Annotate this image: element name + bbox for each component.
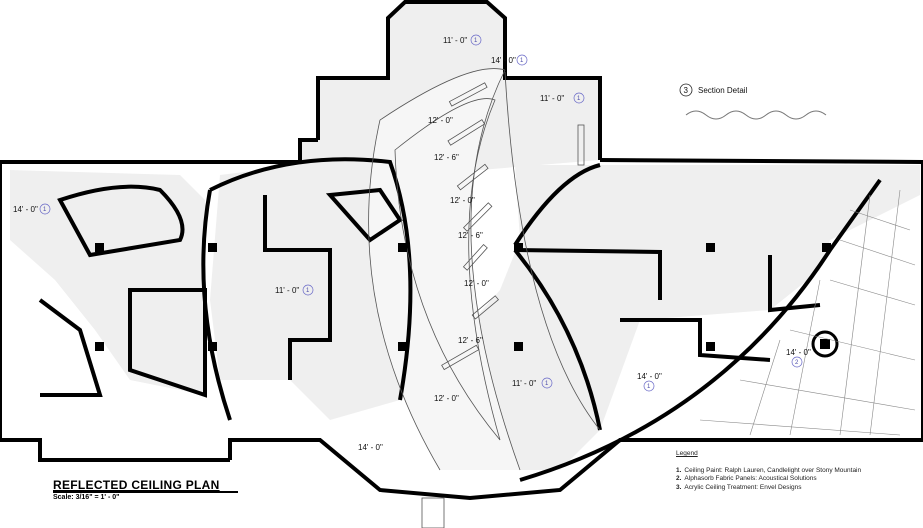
height-label: 12' - 6" — [434, 153, 459, 162]
height-label: 12' - 0" — [428, 116, 453, 125]
section-detail-number: 3 — [684, 86, 689, 95]
columns — [95, 243, 831, 351]
plan-title: REFLECTED CEILING PLAN — [53, 478, 220, 492]
height-label: 14' - 0" — [637, 372, 662, 381]
legend-heading: Legend — [676, 450, 698, 457]
legend-text: Ceiling Paint: Ralph Lauren, Candlelight… — [684, 466, 862, 474]
height-label: 11' - 0" — [512, 379, 536, 388]
legend-text: Acrylic Ceiling Treatment: Envel Designs — [684, 483, 802, 491]
legend: Legend 1.Ceiling Paint: Ralph Lauren, Ca… — [676, 450, 861, 492]
exterior-walls — [0, 0, 923, 501]
legend-text: Alphasorb Fabric Panels: Acoustical Solu… — [684, 475, 817, 482]
ceiling-height-labels: 11' - 0" 1 14' - 0" 1 11' - 0" 1 12' - 0… — [13, 34, 811, 452]
section-detail-marker — [679, 83, 693, 97]
height-tag: 1 — [545, 381, 549, 387]
height-label: 14' - 0" — [491, 56, 516, 65]
round-column — [811, 330, 839, 358]
crescent-soffit — [368, 68, 601, 471]
section-detail-label: Section Detail — [698, 86, 748, 95]
section-line — [685, 110, 827, 120]
plan-scale: Scale: 3/16" = 1' - 0" — [53, 494, 120, 501]
height-tag: 1 — [647, 384, 651, 390]
height-label: 12' - 6" — [458, 231, 483, 240]
entry-doors — [421, 497, 445, 528]
height-label: 14' - 0" — [13, 205, 38, 214]
height-label: 14' - 0" — [358, 443, 383, 452]
height-tag: 1 — [474, 38, 478, 44]
legend-item: 1.Ceiling Paint: Ralph Lauren, Candlelig… — [676, 467, 861, 476]
height-tag: 1 — [577, 96, 581, 102]
legend-number: 2. — [676, 475, 682, 482]
height-tag: 1 — [306, 288, 310, 294]
height-label: 12' - 6" — [458, 336, 483, 345]
height-tag: 1 — [520, 58, 524, 64]
title-underline — [53, 491, 238, 493]
legend-item: 2.Alphasorb Fabric Panels: Acoustical So… — [676, 475, 861, 484]
height-tag: 1 — [43, 207, 47, 213]
linear-light-fixtures — [441, 82, 585, 371]
legend-number: 1. — [676, 466, 682, 474]
height-label: 11' - 0" — [443, 36, 467, 45]
height-label: 12' - 0" — [434, 394, 459, 403]
interior-walls — [57, 157, 882, 482]
legend-number: 3. — [676, 483, 682, 491]
height-label: 11' - 0" — [275, 286, 299, 295]
height-label: 14' - 0" — [786, 348, 811, 357]
legend-item: 3.Acrylic Ceiling Treatment: Envel Desig… — [676, 484, 861, 493]
height-label: 12' - 0" — [450, 196, 475, 205]
height-label: 11' - 0" — [540, 94, 564, 103]
height-label: 12' - 0" — [464, 279, 489, 288]
acrylic-ceiling-hatch — [699, 189, 916, 436]
height-tag: 2 — [795, 360, 799, 366]
